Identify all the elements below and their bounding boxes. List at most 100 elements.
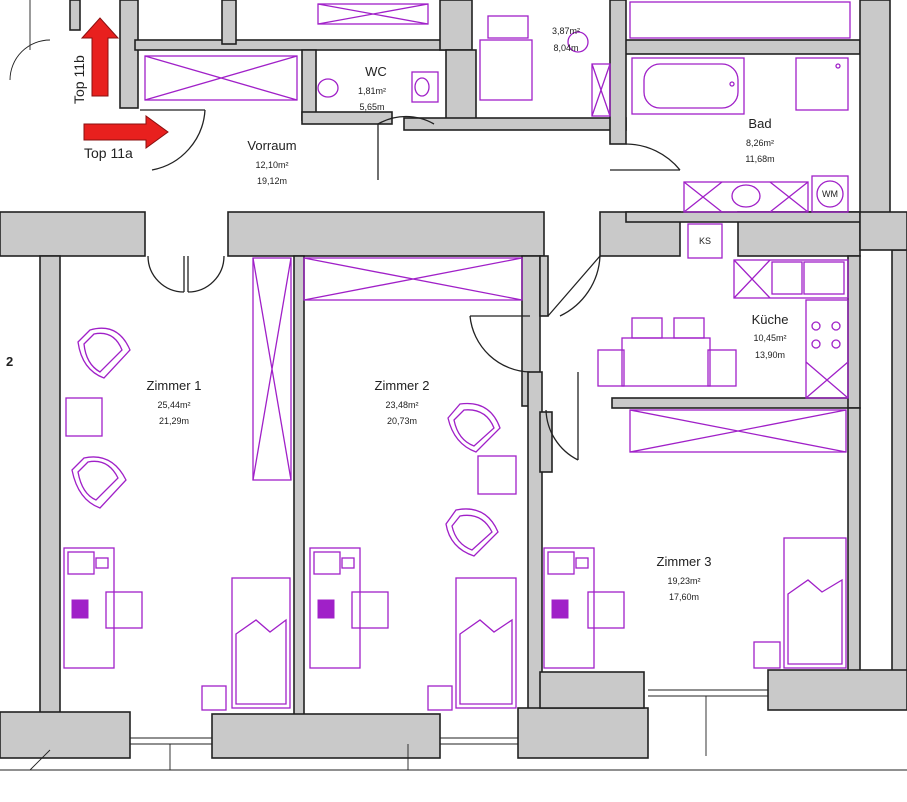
z2-bed [455,577,517,709]
z1-armchair-1 [77,327,131,379]
zimmer1-area: 25,44m² [157,400,190,410]
zimmer3-perimeter: 17,60m [669,592,699,602]
top-right-cupboard [629,1,851,39]
small-room-basin [487,15,529,39]
washing-machine [811,175,849,213]
wall-bottom-z2 [517,707,649,759]
z1-chair [105,591,143,629]
top11a-arrow-icon [83,115,169,149]
wall-bath-left [609,0,627,145]
top11a-label: Top 11a [84,145,133,161]
small-room-cabinet [591,63,611,117]
wall-bottom-z3 [767,669,907,711]
zimmer2-name: Zimmer 2 [375,378,430,393]
bad-area: 8,26m² [746,138,774,148]
wc-area: 1,81m² [358,86,386,96]
wall-top-left-stub [69,0,81,31]
wall-z3-left [539,411,553,473]
wall-kitchen-left [539,255,549,317]
unit-number: 2 [6,354,13,369]
kueche-perimeter: 13,90m [755,350,785,360]
window-z1 [130,737,212,770]
wall-top-left-column [119,0,139,109]
z2-side-table [477,455,517,495]
wall-wc-right [445,49,477,129]
entrance-door-swing [140,109,206,171]
washer-label: WM [822,189,838,199]
wall-bottom-z1 [211,713,441,759]
top-left-window [9,0,51,81]
kitchen-counter-top [733,259,849,299]
z1-nightstand [201,685,227,711]
furniture: WM KS [63,1,851,711]
wall-left-outer [39,255,61,717]
z2-wardrobe [303,257,523,301]
bath-sink [731,184,761,208]
wall-z1-z2 [293,255,305,717]
zimmer3-name: Zimmer 3 [657,554,712,569]
doors-windows [0,0,907,771]
top-cupboard [317,3,429,25]
fridge [687,223,723,259]
wc-door-swing [377,115,435,180]
corridor-door-swing [547,255,601,317]
wall-far-right-top [859,0,891,223]
bath-door-swing [610,143,681,171]
zimmer1-perimeter: 21,29m [159,416,189,426]
z2-desk [309,547,361,669]
wall-far-right-mid [891,249,907,681]
wall-zimmer1-top [227,211,545,257]
vorraum-perimeter: 19,12m [257,176,287,186]
zimmer1-name: Zimmer 1 [147,378,202,393]
wall-wc-left [301,49,317,121]
wc-toilet [411,71,439,103]
wc-basin [317,78,339,98]
wc-perimeter: 5,65m [359,102,384,112]
wall-bottom-left [0,711,131,759]
z1-armchair-2 [71,456,127,509]
z3-bed [783,537,847,669]
shower-tray [795,57,849,111]
small-room-area: 3,87m² [552,26,580,36]
bath-counter [683,181,809,213]
wall-left-horizontal [0,211,146,257]
wall-bottom-mid [539,671,645,709]
z1-desk [63,547,115,669]
top11b-label: Top 11b [71,55,87,104]
kueche-area: 10,45m² [753,333,786,343]
walls [0,0,907,759]
window-z3 [648,689,768,756]
fridge-label: KS [699,236,711,246]
vorraum-area: 12,10m² [255,160,288,170]
bottom-edge-lines [0,749,907,771]
wall-top-strip [134,39,456,51]
z3-door-swing [545,372,579,461]
kitchen-counter-right [805,299,849,399]
dining-table [621,337,711,387]
z2-chair [351,591,389,629]
entry-arrows: Top 11b Top 11a [71,17,169,161]
wall-top-right-strip [624,39,861,55]
bad-perimeter: 11,68m [745,154,774,164]
wall-kitchen-right [847,255,861,409]
zimmer3-area: 19,23m² [667,576,700,586]
zimmer2-area: 23,48m² [385,400,418,410]
z3-desk [543,547,595,669]
wall-top-small-1 [221,0,237,45]
wall-wc-bottom [301,111,393,125]
small-room-sink [479,39,533,101]
z3-wardrobe [629,409,847,453]
z1-double-door [147,255,225,293]
window-z2 [407,737,518,770]
kueche-name: Küche [752,312,789,327]
bad-name: Bad [748,116,771,131]
z1-side-table [65,397,103,437]
wall-corridor-top [403,117,627,131]
z2-armchair-1 [447,402,501,453]
wall-kitchen-bottom [611,397,853,409]
room-labels: 2 3,87m² 8,04m WC 1,81m² 5,65m Vorraum 1… [6,26,788,602]
z3-chair [587,591,625,629]
wc-name: WC [365,64,387,79]
kitchen-door-swing [469,315,531,373]
